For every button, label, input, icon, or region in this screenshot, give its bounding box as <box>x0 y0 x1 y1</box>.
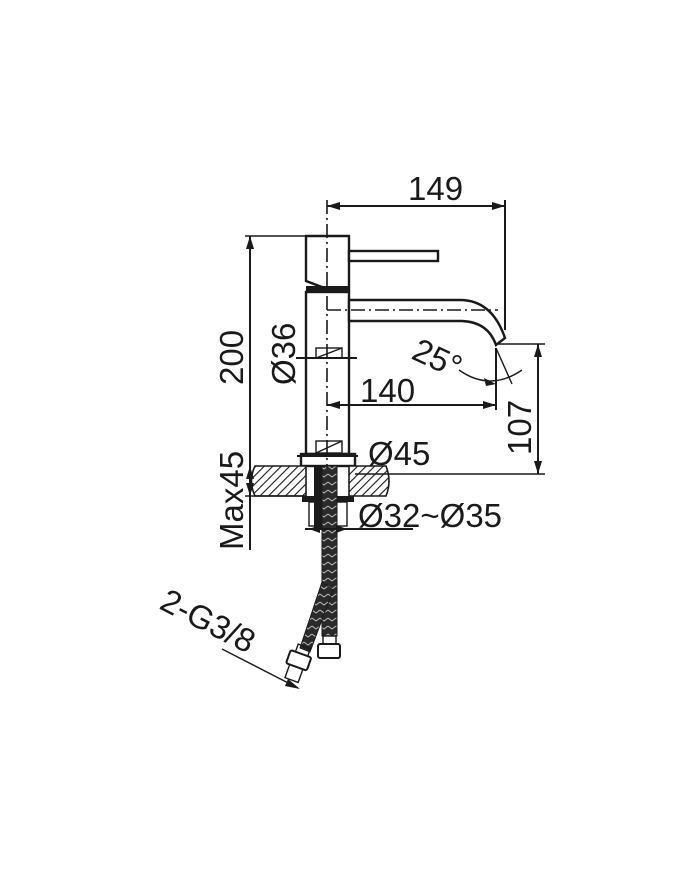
dim-body-diameter: Ø36 <box>265 323 302 385</box>
dim-outlet-height: 107 <box>501 400 538 455</box>
dim-base-diameter: Ø45 <box>368 435 430 472</box>
center-lines <box>326 200 498 468</box>
dim-spout-reach-center: 140 <box>360 372 415 409</box>
dim-spout-angle: 25° <box>407 331 468 386</box>
dimension-lines <box>221 200 545 689</box>
dim-max-deck-thickness: Max45 <box>213 451 250 550</box>
dim-spout-reach-total: 149 <box>408 170 463 207</box>
dim-overall-height: 200 <box>213 330 250 385</box>
dim-mounting-hole: Ø32~Ø35 <box>358 497 502 534</box>
dim-supply-hoses: 2-G3/8 <box>155 581 262 660</box>
